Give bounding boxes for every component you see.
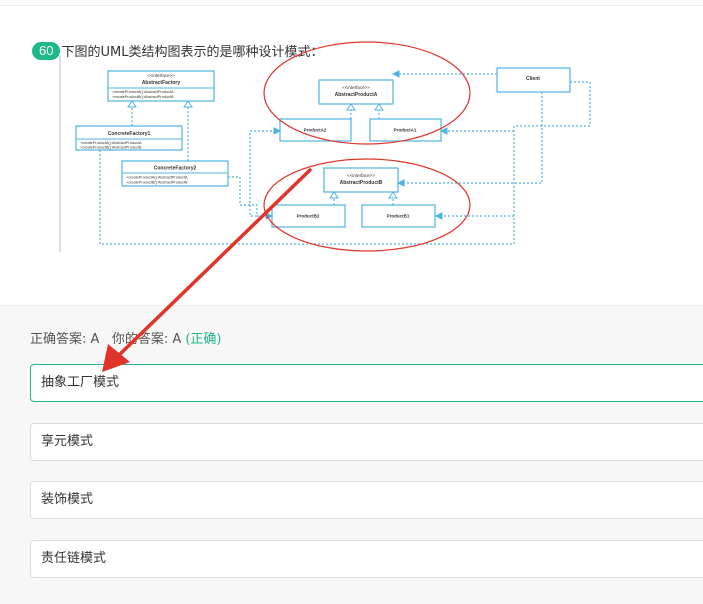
- abstract-product-b-stereotype: <<interface>>: [347, 173, 375, 178]
- top-divider: [0, 0, 703, 6]
- abstract-factory-name: AbstractFactory: [142, 80, 181, 86]
- uml-class-abstract-factory: <<interface>> AbstractFactory +createPro…: [107, 70, 215, 102]
- product-a2-name: ProductA2: [304, 128, 327, 133]
- concrete-factory2-op-a: +createProductA():AbstractProductA: [126, 176, 188, 180]
- option-a[interactable]: 抽象工厂模式: [30, 364, 703, 402]
- annotation-ellipse-product-a: [263, 41, 471, 145]
- uml-class-concrete-factory2: ConcreteFactory2 +createProductA():Abstr…: [121, 160, 229, 187]
- question-header: 60 下图的UML类结构图表示的是哪种设计模式：: [32, 41, 323, 60]
- concrete-factory1-op-a: +createProductA():AbstractProductA: [80, 141, 142, 145]
- uml-diagram: <<interface>> AbstractFactory +createPro…: [59, 41, 591, 252]
- abstract-factory-op-b: +createProductB():AbstractProductB: [112, 95, 174, 99]
- concrete-factory1-op-b: +createProductB():AbstractProductB: [80, 146, 142, 150]
- uml-class-product-b1: ProductB1: [361, 204, 436, 228]
- option-d[interactable]: 责任链模式: [30, 540, 703, 578]
- uml-class-abstract-product-b: <<interface>> AbstractProductB: [323, 167, 399, 193]
- product-a1-name: ProductA1: [394, 128, 417, 133]
- uml-class-concrete-factory1: ConcreteFactory1 +createProductA():Abstr…: [75, 125, 183, 151]
- client-name: Client: [526, 76, 540, 82]
- option-b[interactable]: 享元模式: [30, 423, 703, 461]
- concrete-factory2-name: ConcreteFactory2: [154, 166, 197, 172]
- uml-class-product-b2: ProductB2: [271, 204, 346, 228]
- uml-class-abstract-product-a: <<interface>> AbstractProductA: [318, 79, 394, 105]
- uml-class-product-a1: ProductA1: [369, 118, 442, 142]
- question-number-badge: 60: [32, 41, 61, 60]
- abstract-factory-stereotype: <<interface>>: [147, 73, 175, 78]
- abstract-product-a-stereotype: <<interface>>: [342, 85, 370, 90]
- uml-class-product-a2: ProductA2: [279, 118, 352, 142]
- correct-answer-label: 正确答案: A: [30, 332, 100, 347]
- product-b2-name: ProductB2: [297, 214, 320, 219]
- concrete-factory2-op-b: +createProductB():AbstractProductB: [126, 181, 188, 185]
- abstract-factory-op-a: +createProductA():AbstractProductA: [112, 90, 174, 94]
- your-answer-label: 你的答案: A: [111, 332, 182, 347]
- answer-summary: 正确答案: A 你的答案: A (正确): [30, 328, 222, 347]
- concrete-factory1-name: ConcreteFactory1: [108, 131, 151, 137]
- option-c[interactable]: 装饰模式: [30, 481, 703, 519]
- abstract-product-a-name: AbstractProductA: [335, 92, 378, 98]
- product-b1-name: ProductB1: [387, 214, 410, 219]
- question-text: 下图的UML类结构图表示的是哪种设计模式：: [61, 45, 324, 60]
- answer-status: (正确): [185, 332, 222, 347]
- uml-class-client: Client: [496, 67, 571, 93]
- abstract-product-b-name: AbstractProductB: [340, 180, 383, 186]
